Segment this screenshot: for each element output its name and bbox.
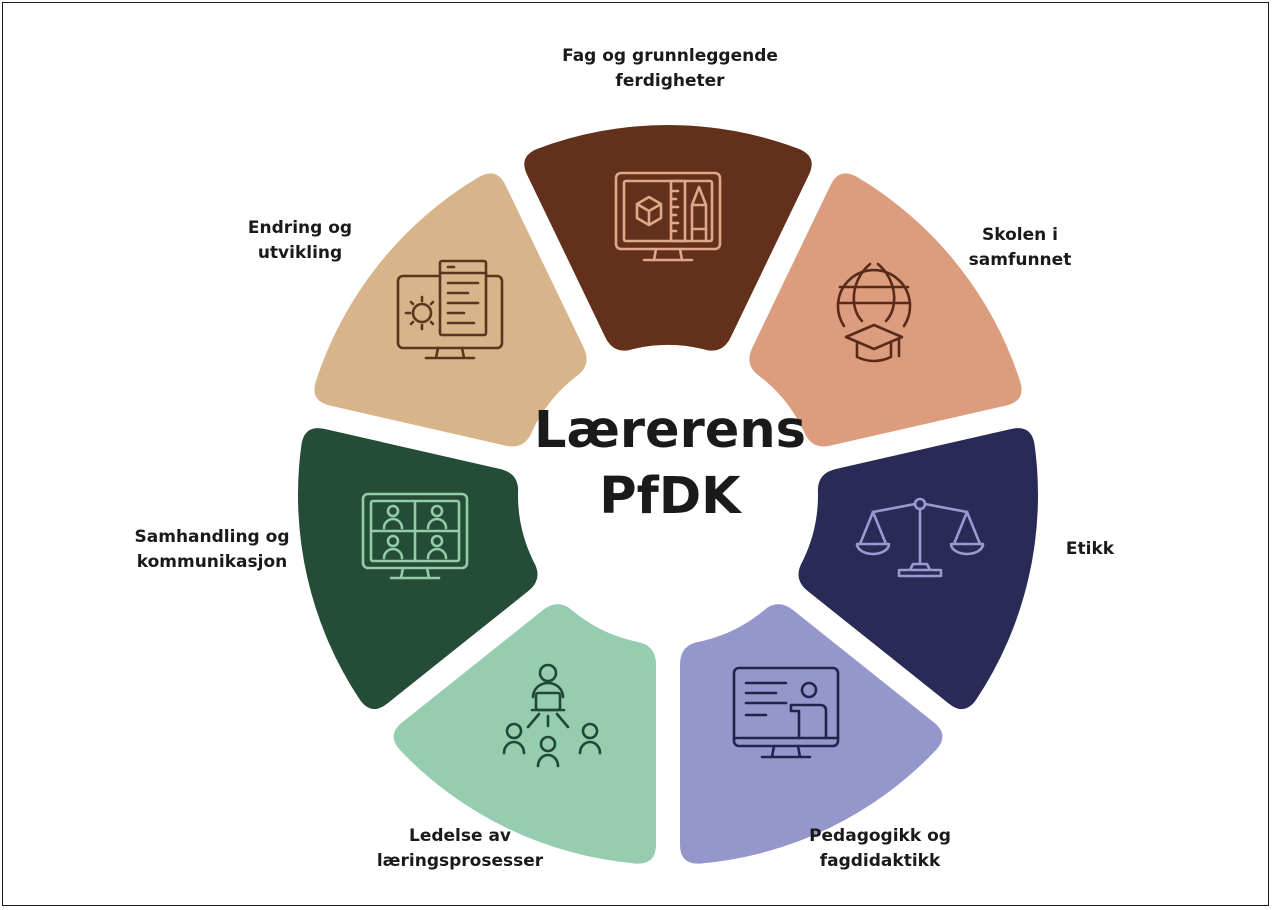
computer-presentation-icon [732,666,840,759]
video-conference-icon [361,492,469,580]
segment-label-samhandling-line-2: kommunikasjon [136,552,288,572]
segment-label-etikk: Etikk [1030,537,1150,562]
center-title-line-1: Lærerens [533,401,807,460]
segment-fag [524,124,812,351]
segment-label-fag: Fag og grunnleggende ferdigheter [510,44,830,94]
center-title: Lærerens PfDK [520,398,820,530]
segment-skolen [749,173,1022,447]
segment-label-samhandling: Samhandling og kommunikasjon [112,525,312,575]
segment-label-skolen: Skolen i samfunnet [960,223,1080,273]
teacher-network-icon [502,663,602,768]
segment-etikk [798,428,1039,710]
center-circle [550,377,786,613]
segment-label-endring: Endring og utvikling [220,216,380,266]
icons-layer [361,171,985,768]
segment-label-ledelse-line-1: Ledelse av [408,826,511,846]
segment-label-endring-line-1: Endring og [247,218,353,238]
segment-label-skolen-line-2: samfunnet [968,250,1072,270]
segment-label-ledelse-line-2: læringsprosesser [376,851,544,871]
globe-graduation-cap-icon [836,262,912,363]
segment-label-endring-line-2: utvikling [257,243,343,263]
segment-label-pedagogikk-line-1: Pedagogikk og [809,826,951,846]
segment-ledelse [393,604,656,864]
center-title-line-2: PfDK [599,467,741,526]
scales-icon [855,497,985,578]
segment-label-pedagogikk-line-2: fagdidaktikk [819,851,941,871]
segment-label-skolen-line-1: Skolen i [982,225,1058,245]
segment-label-pedagogikk: Pedagogikk og fagdidaktikk [780,824,980,874]
computer-3d-ruler-icon [614,171,722,262]
segment-label-etikk-line-1: Etikk [1065,539,1115,559]
segment-label-fag-line-1: Fag og grunnleggende [562,46,778,66]
segment-label-fag-line-2: ferdigheter [615,71,725,91]
segment-label-ledelse: Ledelse av læringsprosesser [360,824,560,874]
computer-code-gear-icon [396,259,504,360]
segment-label-samhandling-line-1: Samhandling og [134,527,290,547]
